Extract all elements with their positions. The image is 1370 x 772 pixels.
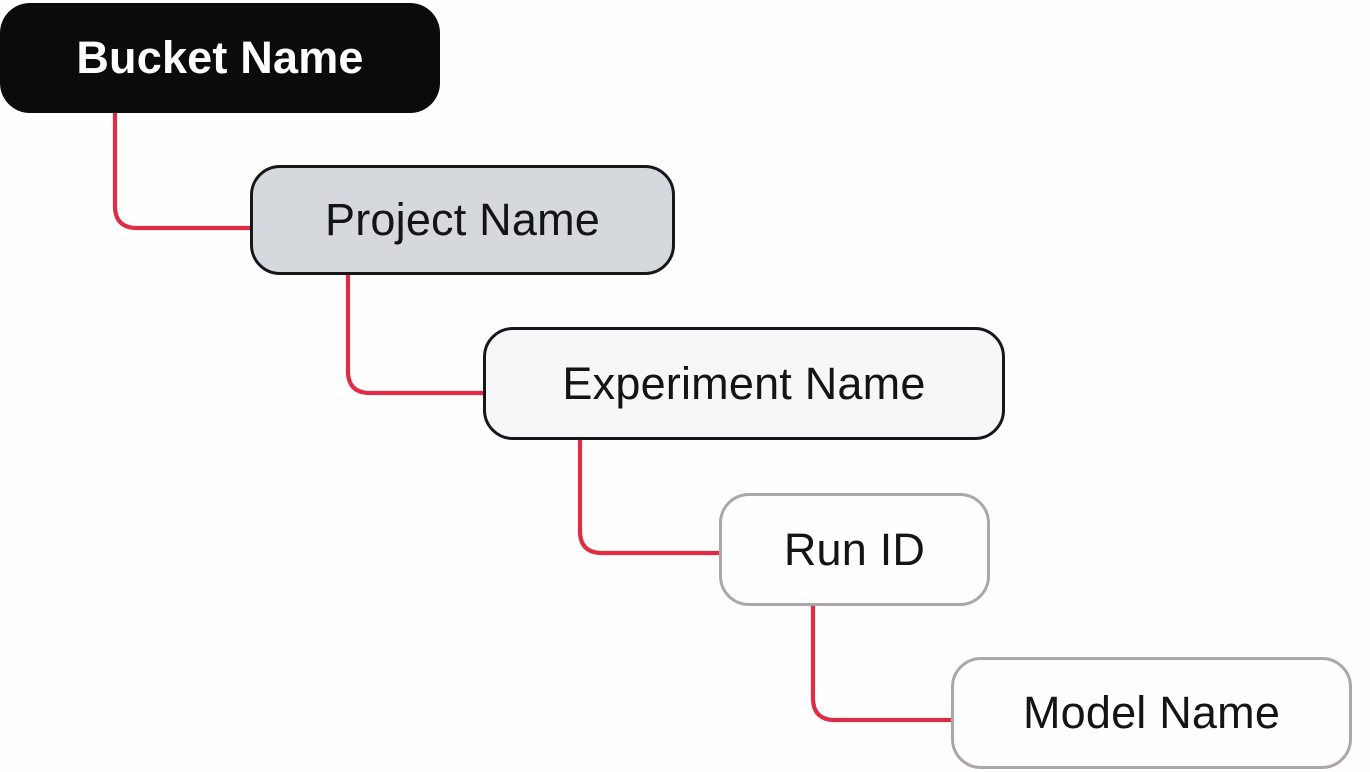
connector-experiment-to-run: [577, 440, 719, 556]
node-run-id: Run ID: [719, 493, 990, 606]
node-run-id-label: Run ID: [783, 523, 926, 575]
node-model-name-label: Model Name: [1022, 687, 1281, 738]
node-bucket-name-label: Bucket Name: [76, 32, 364, 83]
connector-project-to-experiment: [345, 275, 483, 396]
node-bucket-name: Bucket Name: [0, 3, 440, 113]
node-experiment-name-label: Experiment Name: [562, 357, 926, 409]
connector-bucket-to-project: [112, 113, 250, 231]
node-experiment-name: Experiment Name: [483, 327, 1005, 440]
node-project-name: Project Name: [250, 165, 675, 275]
node-model-name: Model Name: [951, 657, 1352, 769]
node-project-name-label: Project Name: [325, 194, 600, 245]
connector-run-to-model: [810, 606, 951, 723]
